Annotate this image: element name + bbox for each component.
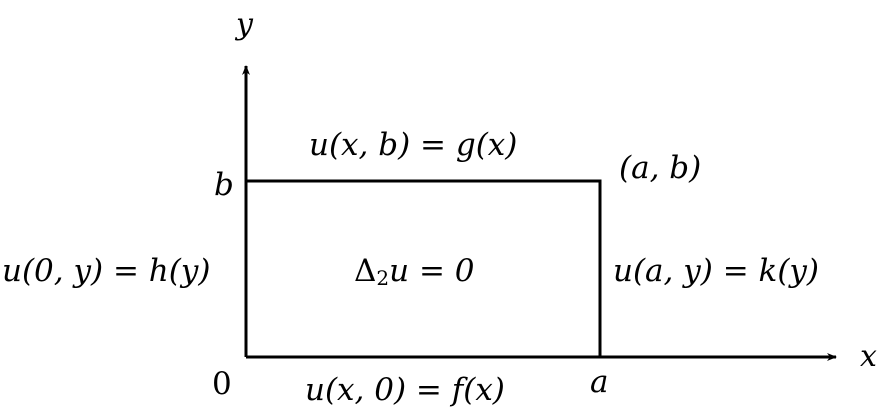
laplace-equation: Δ2u = 0	[354, 253, 475, 290]
origin-label: 0	[212, 366, 232, 402]
laplacian-subscript: 2	[376, 266, 390, 290]
left-boundary-condition: u(0, y) = h(y)	[2, 253, 211, 289]
equation-rest: u = 0	[389, 253, 475, 289]
right-boundary-condition: u(a, y) = k(y)	[613, 253, 820, 289]
domain-rectangle	[246, 179, 602, 357]
y-axis-label: y	[236, 7, 253, 42]
top-boundary-condition: u(x, b) = g(x)	[309, 127, 518, 163]
corner-label: (a, b)	[619, 150, 702, 186]
bottom-boundary-condition: u(x, 0) = f(x)	[305, 372, 505, 408]
laplacian-symbol: Δ	[354, 253, 377, 289]
y-tick-b: b	[214, 167, 234, 203]
x-axis-label: x	[860, 339, 877, 374]
x-tick-a: a	[590, 364, 609, 400]
